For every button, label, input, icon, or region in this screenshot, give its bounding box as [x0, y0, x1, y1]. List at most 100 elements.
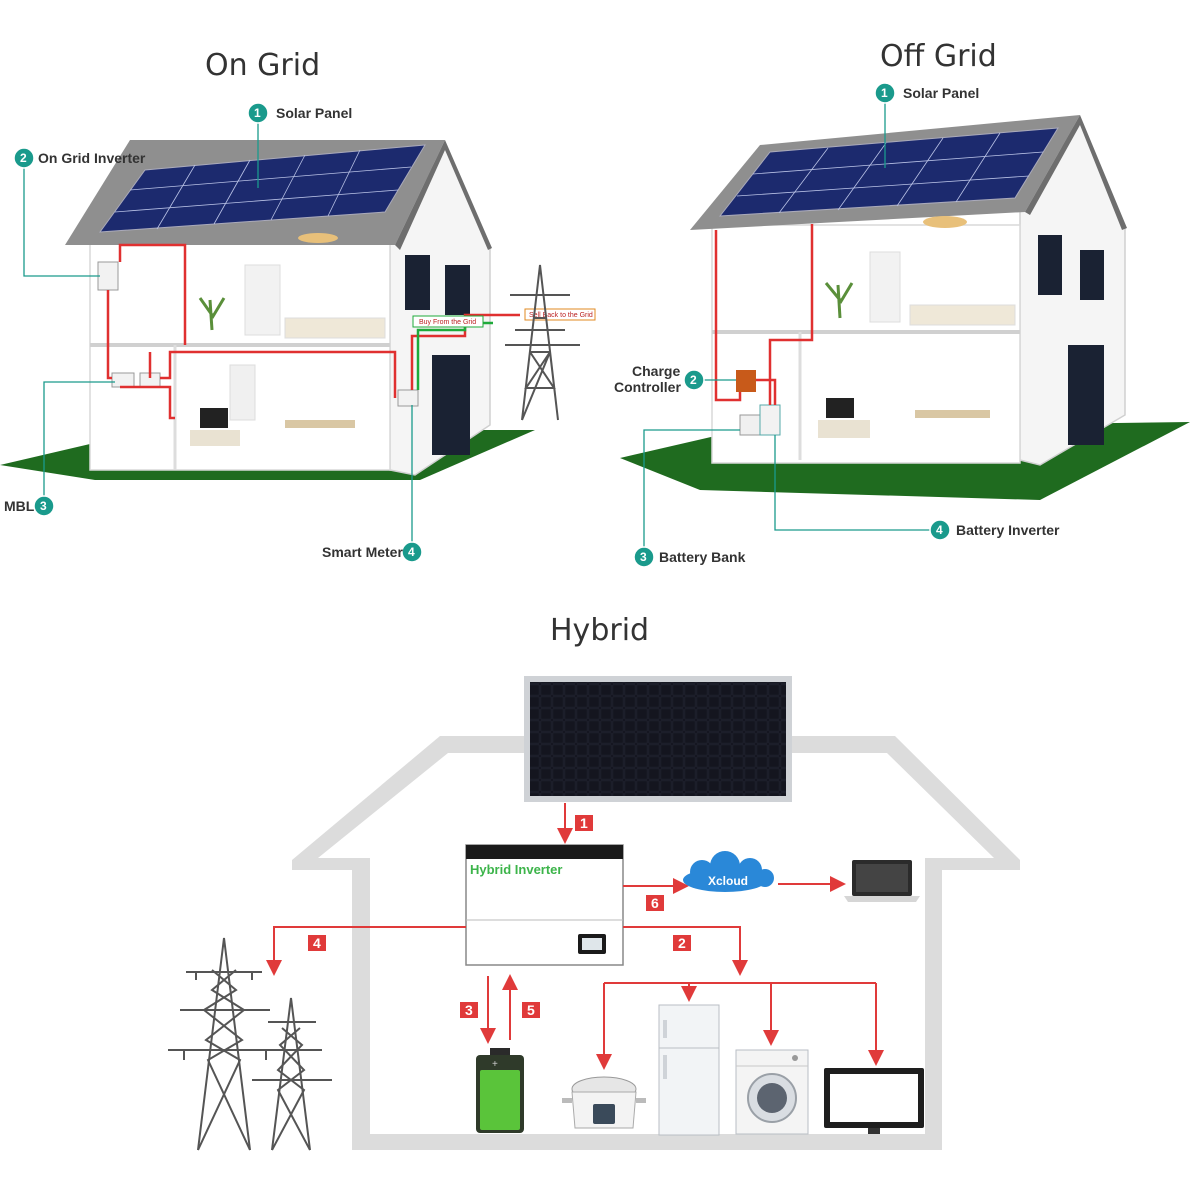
on-grid-inverter-box — [97, 261, 119, 291]
on-grid-badge-4 — [401, 541, 423, 563]
on-grid-badge-2 — [13, 147, 35, 169]
on-grid-ceiling-lamp — [298, 233, 338, 243]
on-grid-tv-stand — [190, 430, 240, 446]
on-grid-mbl-box — [111, 372, 135, 388]
on-grid-badge-1 — [247, 102, 269, 124]
off-grid-callout-1-label: Solar Panel — [903, 85, 979, 101]
off-grid-diagram: Off Grid 1 Solar — [614, 39, 1190, 568]
hybrid-flow-6-num: 6 — [651, 895, 659, 911]
on-grid-callout-3-label: MBL — [4, 498, 35, 514]
hybrid-flow-3-badge — [460, 1002, 478, 1018]
off-grid-red-wiring — [714, 224, 814, 405]
on-grid-badge-1-num: 1 — [254, 106, 261, 120]
off-grid-window-2 — [1080, 250, 1104, 300]
off-grid-callout-2-label-line1: Charge — [632, 363, 680, 379]
hybrid-monitor-icon — [824, 1068, 924, 1134]
on-grid-diagram: On Grid — [0, 48, 596, 563]
on-grid-callout-1-label: Solar Panel — [276, 105, 352, 121]
on-grid-panel-grid — [114, 149, 412, 230]
off-grid-callout-2-label-line2: Controller — [614, 379, 681, 395]
on-grid-callout-3-line — [43, 381, 115, 496]
hybrid-cloud-icon — [683, 851, 774, 892]
off-grid-battery-inverter-box — [759, 404, 781, 436]
hybrid-laptop-icon — [844, 860, 920, 902]
hybrid-solar-panel — [530, 682, 786, 796]
on-grid-badge-3 — [33, 495, 55, 517]
hybrid-diagram: Hybrid Hybrid Inverter 1 6 Xcloud — [168, 613, 1020, 1151]
hybrid-power-tower-small — [252, 997, 332, 1151]
on-grid-door-upper — [244, 264, 281, 336]
hybrid-power-tower-large — [168, 937, 282, 1151]
on-grid-power-tower — [505, 264, 580, 421]
on-grid-title: On Grid — [205, 48, 320, 83]
hybrid-flow-4-arrow — [266, 926, 466, 976]
on-grid-roof-edge — [395, 140, 492, 250]
svg-text:+: + — [492, 1059, 498, 1070]
on-grid-plant-upper — [198, 297, 226, 331]
hybrid-inverter-label: Hybrid Inverter — [470, 862, 562, 877]
hybrid-flow-5-num: 5 — [527, 1002, 535, 1018]
off-grid-badge-4 — [929, 519, 951, 541]
hybrid-inverter-screen — [582, 938, 602, 950]
on-grid-callout-4-label: Smart Meter — [322, 544, 403, 560]
on-grid-window-1 — [405, 255, 430, 310]
hybrid-rice-cooker-icon — [562, 1076, 646, 1129]
hybrid-flow-2-badge — [673, 935, 691, 951]
on-grid-smart-meter-box — [397, 389, 419, 407]
hybrid-title: Hybrid — [550, 613, 649, 648]
hybrid-flow-2-arrow — [623, 926, 748, 976]
hybrid-flow-1-num: 1 — [580, 815, 588, 831]
on-grid-badge-3-num: 3 — [40, 499, 47, 513]
hybrid-flow-1-badge — [575, 815, 593, 831]
off-grid-panel-grid — [736, 132, 1044, 214]
off-grid-callout-4-label: Battery Inverter — [956, 522, 1060, 538]
off-grid-callout-3-label: Battery Bank — [659, 549, 746, 565]
on-grid-badge-4-num: 4 — [408, 545, 415, 559]
off-grid-window-1 — [1038, 235, 1062, 295]
off-grid-badge-2-num: 2 — [690, 373, 697, 387]
off-grid-tv-stand — [818, 420, 870, 438]
off-grid-badge-3 — [633, 546, 655, 568]
on-grid-tv — [200, 408, 228, 428]
off-grid-title: Off Grid — [880, 39, 997, 74]
on-grid-sell-tag — [524, 308, 596, 321]
on-grid-bed — [284, 317, 386, 339]
off-grid-tv — [826, 398, 854, 418]
off-grid-plant-upper — [824, 282, 854, 319]
hybrid-flow-2-num: 2 — [678, 935, 686, 951]
on-grid-window-2 — [445, 265, 470, 315]
hybrid-flow-5-badge — [522, 1002, 540, 1018]
hybrid-flow-4-num: 4 — [313, 935, 321, 951]
off-grid-bed — [909, 304, 1016, 326]
hybrid-fridge-icon — [658, 1004, 720, 1136]
off-grid-dining-table — [915, 410, 990, 418]
off-grid-solar-panel — [718, 127, 1059, 217]
off-grid-callout-4-line — [774, 435, 930, 531]
on-grid-dining-table — [285, 420, 355, 428]
on-grid-sell-text: Sell Back to the Grid — [529, 312, 593, 319]
off-grid-badge-2 — [683, 369, 705, 391]
on-grid-badge-2-num: 2 — [20, 151, 27, 165]
hybrid-flow-6-badge — [646, 895, 664, 911]
hybrid-battery-icon: + — [476, 1048, 524, 1133]
off-grid-door-upper — [869, 251, 901, 323]
on-grid-solar-panel — [98, 144, 426, 233]
on-grid-sell-wire — [410, 313, 520, 390]
off-grid-callout-3-line — [643, 429, 740, 547]
on-grid-buy-text: Buy From the Grid — [419, 319, 476, 326]
hybrid-flow-4-badge — [308, 935, 326, 951]
on-grid-red-wiring — [106, 243, 397, 420]
off-grid-badge-4-num: 4 — [936, 523, 943, 537]
on-grid-door-lower — [229, 364, 256, 421]
off-grid-badge-3-num: 3 — [640, 550, 647, 564]
hybrid-cloud-label: Xcloud — [708, 874, 748, 888]
off-grid-patio-door — [1068, 345, 1104, 445]
off-grid-badge-1-num: 1 — [881, 86, 888, 100]
off-grid-badge-1 — [874, 82, 896, 104]
on-grid-callout-2-line — [23, 168, 100, 277]
hybrid-washer-icon — [735, 1049, 809, 1135]
on-grid-patio-door — [432, 355, 470, 455]
off-grid-charge-controller-box — [736, 370, 756, 392]
on-grid-buy-tag — [412, 315, 484, 328]
